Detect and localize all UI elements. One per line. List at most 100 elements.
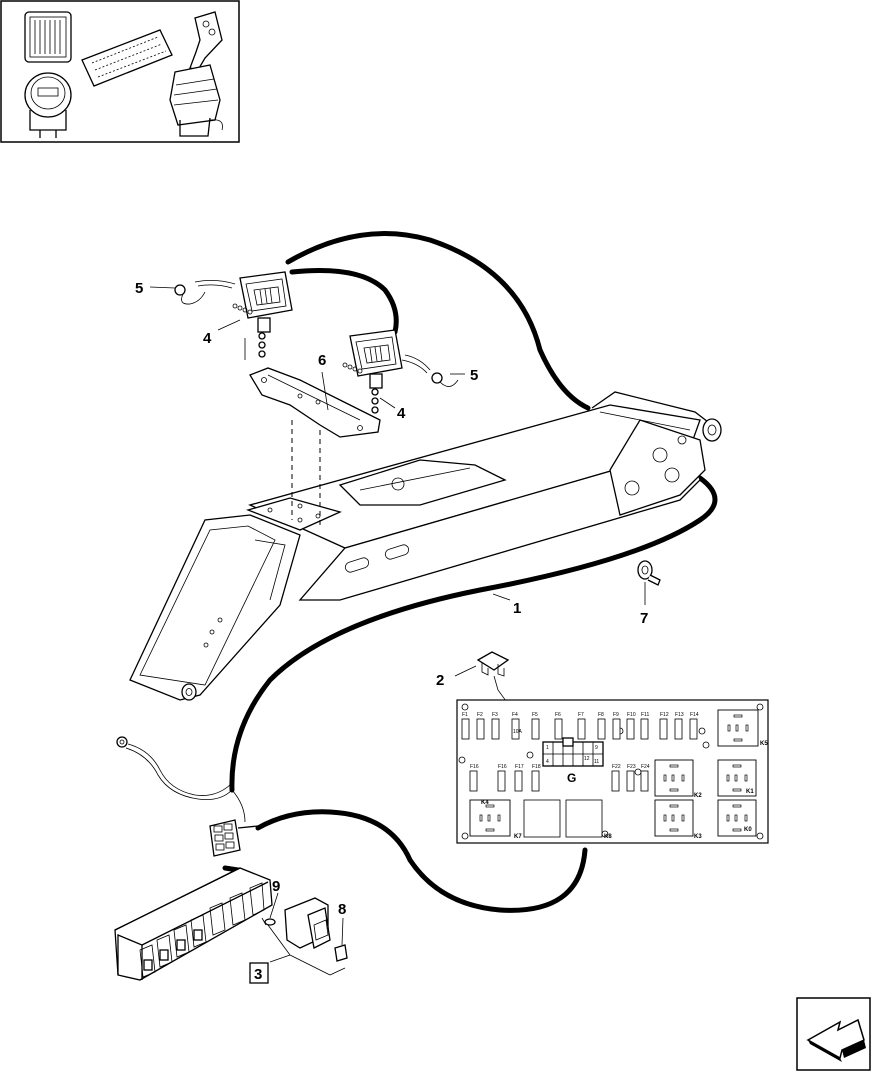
relay-label: K0: [744, 827, 752, 833]
cable-main-1: [229, 475, 718, 793]
connector-label-g: G: [567, 771, 576, 785]
lamp-bracket: [249, 367, 381, 438]
callout-7: 7: [640, 610, 648, 627]
connector-pin-label: 9: [595, 745, 598, 751]
lamp-connector-left: [174, 280, 236, 305]
relay-label: K7: [514, 834, 522, 840]
fuse-label: F22: [612, 764, 621, 770]
fuse-slot: [461, 718, 470, 740]
fuse-label: F12: [660, 712, 669, 718]
harness-cables: [222, 231, 718, 913]
callout-6: 6: [318, 352, 326, 369]
fuse-label: F13: [675, 712, 684, 718]
connector-pin-label: 12: [584, 756, 590, 762]
fuse-slot: [577, 718, 586, 740]
fuse-label: F6: [555, 712, 561, 718]
fuse-slot: [611, 770, 620, 792]
relay-label: K4: [481, 800, 489, 806]
callout-2: 2: [436, 672, 444, 689]
callout-1: 1: [513, 600, 521, 617]
relay-label: K8: [604, 834, 612, 840]
fuse-label: F11: [641, 712, 649, 718]
thumbnail-round-gauge: [24, 72, 72, 138]
relay-label: K3: [694, 834, 702, 840]
fuse-slot: [626, 718, 635, 740]
thumbnail-circuit-board: [81, 29, 173, 87]
fuse-label: F23: [627, 764, 636, 770]
fuse-slot: [531, 718, 540, 740]
work-lamp-lower: [349, 329, 403, 414]
bolt-chains: [232, 303, 363, 374]
work-lamp-upper: [239, 271, 293, 358]
callout-9: 9: [272, 878, 280, 895]
relay-label: K5: [760, 741, 768, 747]
cable-upper-loop: [285, 231, 591, 411]
callout-4-left: 4: [203, 330, 212, 347]
thumbnail-joystick: [169, 11, 223, 137]
rocker-switch: [284, 897, 331, 949]
relay-label: K2: [694, 793, 702, 799]
fuse-slot: [659, 718, 668, 740]
fusebox-mid-fuse-row: F16 F16 F17 F18 F22 F23 F24: [469, 764, 650, 792]
fuse-slot: [497, 770, 506, 792]
fuse-label: F1: [462, 712, 468, 718]
fuse-slot: [612, 718, 621, 740]
next-page-button[interactable]: [796, 997, 871, 1071]
fuse-label: F18: [532, 764, 541, 770]
fuse-slot: [674, 718, 683, 740]
fuse-label: F24: [641, 764, 650, 770]
fuse-label: F14: [690, 712, 699, 718]
fuse-label: F16: [498, 764, 507, 770]
fuse-slot: [476, 718, 485, 740]
fuse-label: F3: [492, 712, 498, 718]
switch-lens: [334, 944, 348, 962]
cable-to-fusebox: [255, 809, 588, 913]
fuse-slot: [626, 770, 635, 792]
lamp-connector-right: [401, 354, 459, 387]
fuse-slot: [491, 718, 500, 740]
fuse-label: F7: [578, 712, 584, 718]
callout-4-right: 4: [397, 405, 406, 422]
arrow-icon: [806, 1018, 865, 1060]
fuse-slot: [640, 770, 649, 792]
callout-3: 3: [254, 966, 262, 983]
fuse-label: F5: [532, 712, 538, 718]
thumbnail-square-module: [24, 11, 72, 63]
connector-pin-label: 1: [546, 745, 549, 751]
relay-socket: [469, 799, 511, 837]
fuse-label: F17: [515, 764, 524, 770]
fuse-label: F2: [477, 712, 483, 718]
fuse-slot: [689, 718, 698, 740]
fuse-slot: [554, 718, 563, 740]
fuse-slot: [597, 718, 606, 740]
spare-fuse: [476, 651, 510, 677]
callout-5-right: 5: [470, 367, 478, 384]
bulb: [261, 917, 276, 926]
callout-3-box: [249, 962, 269, 984]
relay-label: K1: [746, 789, 754, 795]
cable-lamp-link: [289, 268, 399, 335]
thumbnail-group: [0, 0, 240, 143]
fuse-label: F8: [598, 712, 604, 718]
connector-pin-label: 11: [594, 759, 599, 765]
boom-assembly: [129, 391, 722, 701]
fuse-rating-label: 10A: [513, 729, 523, 735]
fuse-slot: [531, 770, 540, 792]
fuse-label: F16: [470, 764, 479, 770]
switch-panel: [114, 867, 273, 981]
ground-lead: [116, 736, 246, 823]
fuse-slot: [514, 770, 523, 792]
fuse-slot: [640, 718, 649, 740]
leader-lines: [149, 286, 646, 976]
fuse-label: F4: [512, 712, 518, 718]
fusebox-connector-block: 1 9 4 12 11 G: [542, 737, 604, 785]
callout-5-left: 5: [135, 280, 143, 297]
callout-8: 8: [338, 901, 346, 918]
cable-clamp: [637, 560, 661, 586]
boom-front-fork: [129, 514, 301, 701]
fuse-slot: [469, 770, 478, 792]
fuse-slot: [511, 718, 520, 740]
